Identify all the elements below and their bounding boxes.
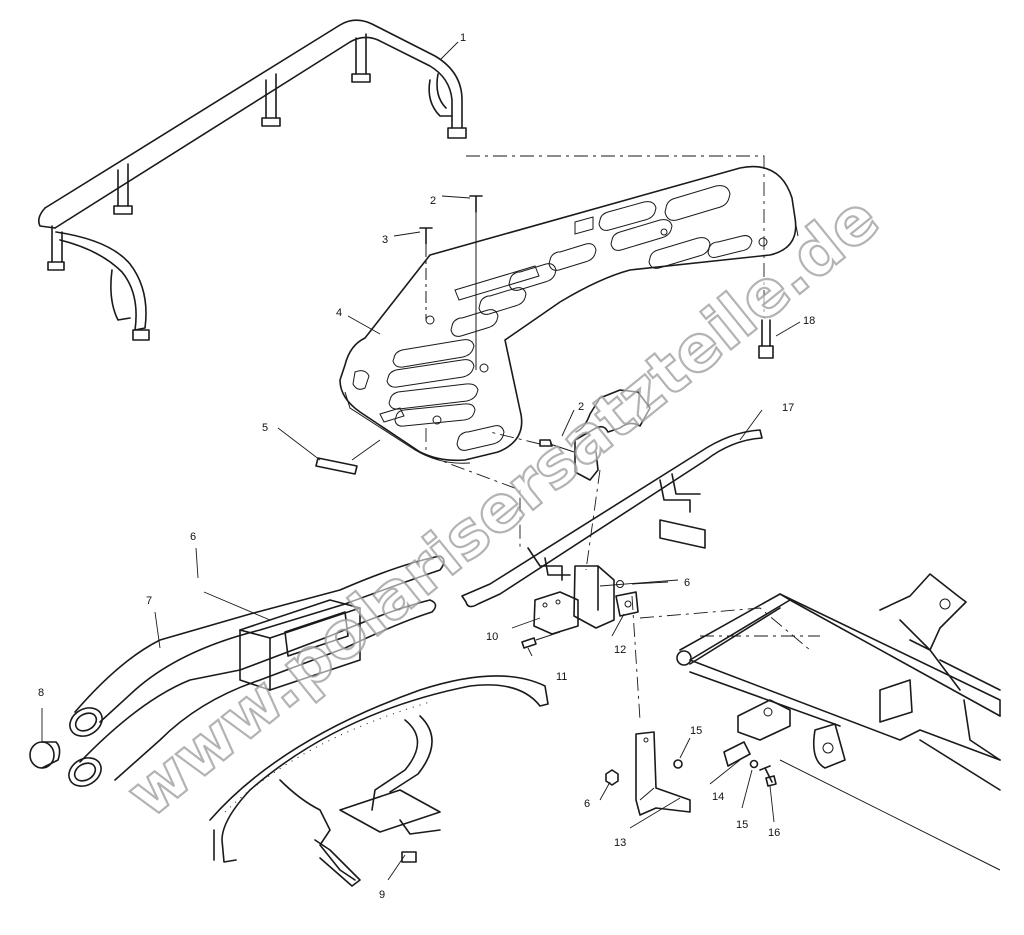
assembly-lines — [425, 155, 820, 721]
callout-9: 9 — [379, 889, 385, 901]
end-cap-part — [29, 741, 61, 769]
screw-parts — [419, 195, 483, 370]
callout-2-secondary: 2 — [578, 401, 584, 413]
callout-7: 7 — [146, 595, 152, 607]
callout-1: 1 — [460, 32, 466, 44]
callout-labels: 1 2 3 4 5 6 7 8 9 10 11 12 13 14 15 16 1… — [38, 32, 815, 901]
callout-18: 18 — [803, 315, 815, 327]
hitch-bracket-group — [605, 731, 777, 816]
chassis-frame-part — [676, 573, 1001, 871]
rear-frame-rail-part — [461, 429, 763, 629]
callout-6: 6 — [190, 531, 196, 543]
rack-rail-part — [38, 19, 467, 341]
cargo-rack-plate-part — [339, 165, 799, 464]
callout-15: 15 — [690, 725, 702, 737]
lower-guard-part — [209, 675, 549, 887]
callout-10: 10 — [486, 631, 498, 643]
callout-5: 5 — [262, 422, 268, 434]
callout-14: 14 — [712, 791, 724, 803]
callout-15-secondary: 15 — [736, 819, 748, 831]
callout-6-secondary: 6 — [684, 577, 690, 589]
callout-12: 12 — [614, 644, 626, 656]
front-bumper-part — [68, 555, 445, 787]
leader-lines — [41, 41, 801, 881]
reflector-plate-part — [315, 457, 358, 475]
callout-6-tertiary: 6 — [584, 798, 590, 810]
callout-3: 3 — [382, 234, 388, 246]
callout-4: 4 — [336, 307, 342, 319]
callout-11: 11 — [556, 671, 567, 683]
callout-8: 8 — [38, 687, 44, 699]
callout-17: 17 — [782, 402, 794, 414]
callout-13: 13 — [614, 837, 626, 849]
watermark-text: www.polarisersatzteile.de — [113, 181, 892, 832]
callout-2: 2 — [430, 195, 436, 207]
callout-16: 16 — [768, 827, 780, 839]
bolt-part — [758, 319, 774, 359]
mount-bracket-group — [521, 580, 639, 649]
